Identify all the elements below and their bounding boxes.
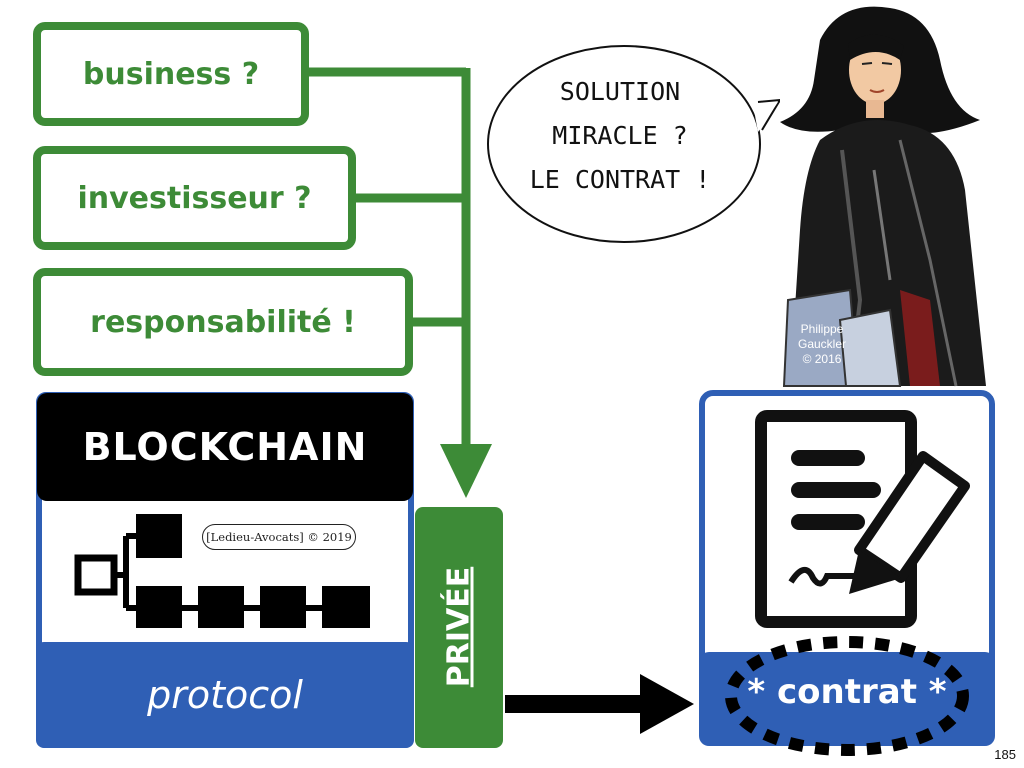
- speech-bubble: [487, 45, 780, 243]
- artist-credit-line-3: © 2016: [802, 352, 842, 366]
- privee-bar: [415, 507, 503, 748]
- artist-credit-line-1: Philippe: [800, 322, 844, 336]
- woman-illustration: [780, 6, 986, 387]
- speech-bubble-text: SOLUTION MIRACLE ? LE CONTRAT !: [500, 70, 740, 202]
- arrow-right-icon: [640, 674, 694, 734]
- contract-signature-icon: [755, 410, 970, 628]
- bubble-line-3: LE CONTRAT !: [529, 165, 711, 194]
- bubble-line-1: SOLUTION: [559, 77, 681, 106]
- pen-icon: [849, 451, 970, 594]
- bubble-line-2: MIRACLE ?: [552, 121, 688, 150]
- arrow-down-icon: [440, 444, 492, 498]
- blockchain-chain-icon: [74, 514, 370, 628]
- arrow-right-shaft: [505, 695, 645, 713]
- question-investisseur: investisseur ?: [33, 146, 356, 250]
- protocol-label: protocol: [36, 642, 414, 748]
- question-business: business ?: [33, 22, 309, 126]
- question-responsabilite: responsabilité !: [33, 268, 413, 376]
- artist-credit: Philippe Gauckler © 2016: [788, 322, 856, 367]
- author-credit: [Ledieu-Avocats] © 2019: [202, 524, 356, 550]
- privee-label: PRIVÉE: [441, 566, 477, 688]
- contract-label: * contrat *: [747, 672, 947, 712]
- dotted-ellipse: [725, 636, 969, 756]
- artist-credit-line-2: Gauckler: [797, 337, 847, 351]
- page-number: 185: [994, 747, 1016, 762]
- blockchain-header: BLOCKCHAIN: [37, 393, 413, 501]
